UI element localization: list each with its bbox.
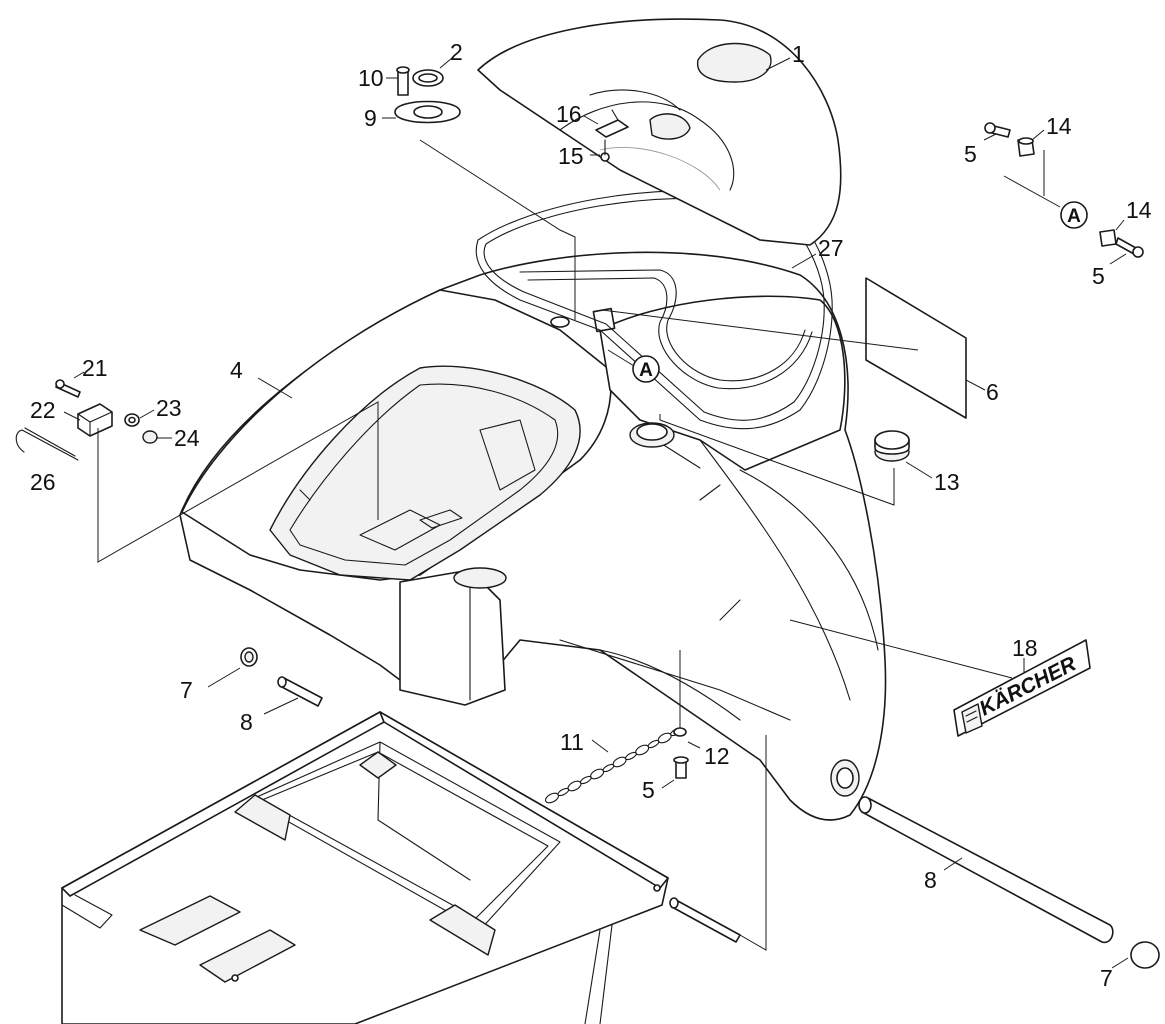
callout-9: 9 <box>364 105 377 131</box>
chassis-frame <box>61 711 669 1024</box>
lid-cover <box>477 18 842 246</box>
callout-10: 10 <box>358 65 384 91</box>
right-hardware <box>984 122 1144 258</box>
callout-14-top: 14 <box>1046 113 1072 139</box>
callout-labels: 1 2 4 5 5 5 6 7 7 8 8 9 10 11 12 13 14 1… <box>30 39 1152 991</box>
karcher-logo-text: KÄRCHER <box>976 652 1081 721</box>
callout-11: 11 <box>560 729 584 755</box>
flange-hardware <box>394 66 629 162</box>
callout-23: 23 <box>156 395 182 421</box>
callout-21: 21 <box>82 355 108 381</box>
callout-5-chain: 5 <box>642 777 655 803</box>
callout-2: 2 <box>450 39 463 65</box>
callout-5-top-right: 5 <box>964 141 977 167</box>
label-plate <box>865 277 967 419</box>
callout-8-left: 8 <box>240 709 253 735</box>
main-hood-body <box>179 251 887 821</box>
callout-6: 6 <box>986 379 999 405</box>
marker-a-right: A <box>1060 201 1088 229</box>
callout-13: 13 <box>934 469 960 495</box>
callout-14-lower: 14 <box>1126 197 1152 223</box>
callout-8-right: 8 <box>924 867 937 893</box>
rubber-plug <box>874 430 910 462</box>
callout-1: 1 <box>792 41 805 67</box>
callout-7-right: 7 <box>1100 965 1113 991</box>
switch-assembly <box>15 379 158 461</box>
chain-bolt <box>673 727 689 779</box>
marker-a-right-label: A <box>1067 206 1081 227</box>
callout-12: 12 <box>704 743 730 769</box>
callout-27: 27 <box>818 235 844 261</box>
callout-16: 16 <box>556 101 582 127</box>
marker-a-body-label: A <box>639 360 653 381</box>
callout-15: 15 <box>558 143 584 169</box>
callout-7-left: 7 <box>180 677 193 703</box>
callout-24: 24 <box>174 425 200 451</box>
callout-26: 26 <box>30 469 56 495</box>
callout-18: 18 <box>1012 635 1038 661</box>
callout-4: 4 <box>230 357 243 383</box>
pins-and-shafts <box>240 647 1160 969</box>
gasket-seal <box>475 190 833 430</box>
callout-5-lower-right: 5 <box>1092 263 1105 289</box>
marker-a-body: A <box>632 355 660 383</box>
callout-22: 22 <box>30 397 56 423</box>
leader-lines <box>63 57 1129 969</box>
